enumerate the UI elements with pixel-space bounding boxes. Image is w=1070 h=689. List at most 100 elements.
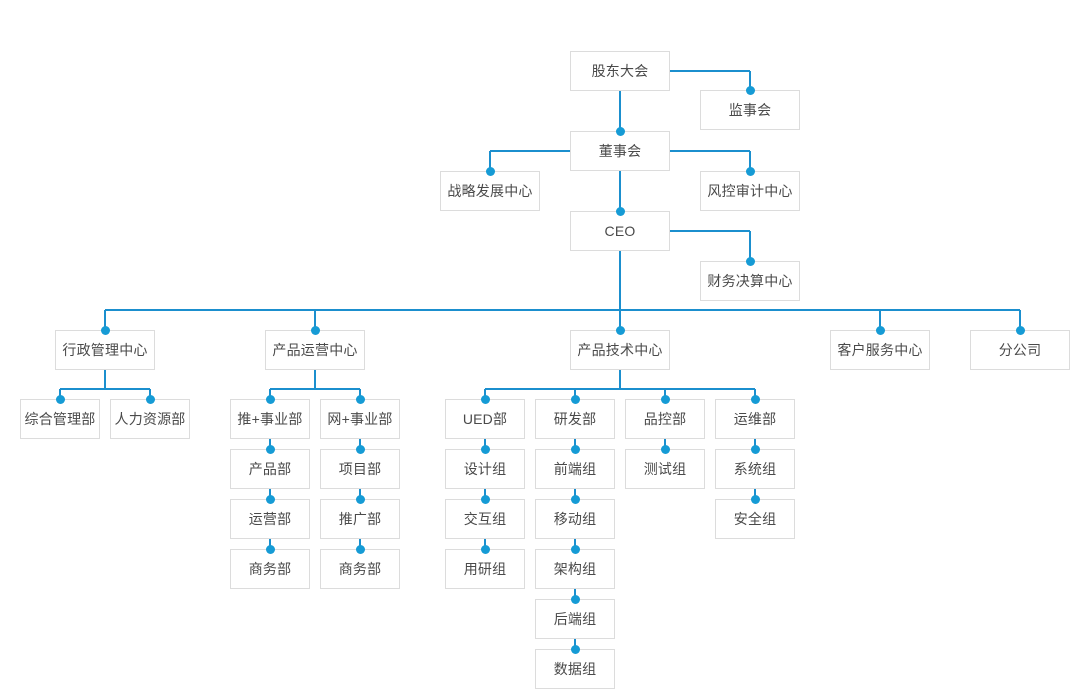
connector-dot xyxy=(875,325,885,335)
org-node[interactable]: 前端组 xyxy=(535,449,615,489)
connector-line xyxy=(749,231,751,261)
org-node[interactable]: 系统组 xyxy=(715,449,795,489)
connector-dot xyxy=(570,544,580,554)
connector-dot xyxy=(570,644,580,654)
org-node[interactable]: 数据组 xyxy=(535,649,615,689)
org-node[interactable]: 商务部 xyxy=(320,549,400,589)
org-node[interactable]: 客户服务中心 xyxy=(830,330,930,370)
connector-dot xyxy=(265,444,275,454)
connector-line xyxy=(754,489,756,499)
org-node[interactable]: 董事会 xyxy=(570,131,670,171)
connector-dot xyxy=(615,126,625,136)
connector-line xyxy=(619,171,621,211)
connector-line xyxy=(485,388,755,390)
connector-line xyxy=(619,251,621,330)
org-node[interactable]: 设计组 xyxy=(445,449,525,489)
connector-line xyxy=(269,389,271,399)
org-node[interactable]: 行政管理中心 xyxy=(55,330,155,370)
org-node[interactable]: 产品运营中心 xyxy=(265,330,365,370)
connector-line xyxy=(314,310,316,330)
connector-line xyxy=(359,539,361,549)
connector-line xyxy=(59,389,61,399)
org-node[interactable]: 安全组 xyxy=(715,499,795,539)
org-node[interactable]: 测试组 xyxy=(625,449,705,489)
connector-line xyxy=(754,389,756,399)
org-node[interactable]: 产品部 xyxy=(230,449,310,489)
connector-line xyxy=(619,370,621,389)
org-node[interactable]: 用研组 xyxy=(445,549,525,589)
connector-dot xyxy=(750,444,760,454)
connector-dot xyxy=(145,394,155,404)
connector-line xyxy=(104,370,106,389)
connector-dot xyxy=(355,494,365,504)
org-node[interactable]: UED部 xyxy=(445,399,525,439)
org-node[interactable]: 产品技术中心 xyxy=(570,330,670,370)
org-node[interactable]: 后端组 xyxy=(535,599,615,639)
org-node[interactable]: CEO xyxy=(570,211,670,251)
connector-dot xyxy=(480,544,490,554)
org-node[interactable]: 项目部 xyxy=(320,449,400,489)
connector-dot xyxy=(660,444,670,454)
org-node[interactable]: 战略发展中心 xyxy=(440,171,540,211)
connector-dot xyxy=(310,325,320,335)
org-node[interactable]: 商务部 xyxy=(230,549,310,589)
connector-dot xyxy=(480,444,490,454)
org-node[interactable]: 风控审计中心 xyxy=(700,171,800,211)
connector-dot xyxy=(55,394,65,404)
connector-dot xyxy=(615,206,625,216)
org-node[interactable]: 交互组 xyxy=(445,499,525,539)
connector-line xyxy=(269,489,271,499)
org-node[interactable]: 分公司 xyxy=(970,330,1070,370)
connector-dot xyxy=(745,85,755,95)
org-node[interactable]: 网+事业部 xyxy=(320,399,400,439)
org-node[interactable]: 运营部 xyxy=(230,499,310,539)
connector-line xyxy=(484,539,486,549)
connector-line xyxy=(574,439,576,449)
connector-line xyxy=(574,389,576,399)
connector-line xyxy=(60,388,150,390)
org-node[interactable]: 架构组 xyxy=(535,549,615,589)
connector-dot xyxy=(355,394,365,404)
org-node[interactable]: 运维部 xyxy=(715,399,795,439)
connector-line xyxy=(619,91,621,131)
connector-dot xyxy=(570,594,580,604)
connector-line xyxy=(359,389,361,399)
connector-dot xyxy=(265,394,275,404)
connector-dot xyxy=(615,325,625,335)
connector-line xyxy=(270,388,360,390)
org-node[interactable]: 移动组 xyxy=(535,499,615,539)
org-node[interactable]: 研发部 xyxy=(535,399,615,439)
org-node[interactable]: 财务决算中心 xyxy=(700,261,800,301)
connector-line xyxy=(484,439,486,449)
org-node[interactable]: 人力资源部 xyxy=(110,399,190,439)
connector-dot xyxy=(745,256,755,266)
connector-dot xyxy=(660,394,670,404)
connector-line xyxy=(359,439,361,449)
connector-line xyxy=(269,439,271,449)
connector-dot xyxy=(485,166,495,176)
connector-dot xyxy=(355,444,365,454)
connector-line xyxy=(490,150,570,152)
org-node[interactable]: 股东大会 xyxy=(570,51,670,91)
connector-line xyxy=(754,439,756,449)
connector-line xyxy=(670,230,750,232)
org-node[interactable]: 品控部 xyxy=(625,399,705,439)
org-node[interactable]: 推+事业部 xyxy=(230,399,310,439)
connector-line xyxy=(359,489,361,499)
connector-line xyxy=(149,389,151,399)
connector-dot xyxy=(480,394,490,404)
org-node[interactable]: 推广部 xyxy=(320,499,400,539)
connector-line xyxy=(879,310,881,330)
connector-line xyxy=(574,489,576,499)
connector-dot xyxy=(570,444,580,454)
org-node[interactable]: 综合管理部 xyxy=(20,399,100,439)
connector-line xyxy=(574,539,576,549)
connector-dot xyxy=(1015,325,1025,335)
connector-line xyxy=(670,70,750,72)
org-node[interactable]: 监事会 xyxy=(700,90,800,130)
connector-dot xyxy=(265,494,275,504)
connector-dot xyxy=(750,494,760,504)
connector-dot xyxy=(265,544,275,554)
connector-line xyxy=(749,151,751,171)
